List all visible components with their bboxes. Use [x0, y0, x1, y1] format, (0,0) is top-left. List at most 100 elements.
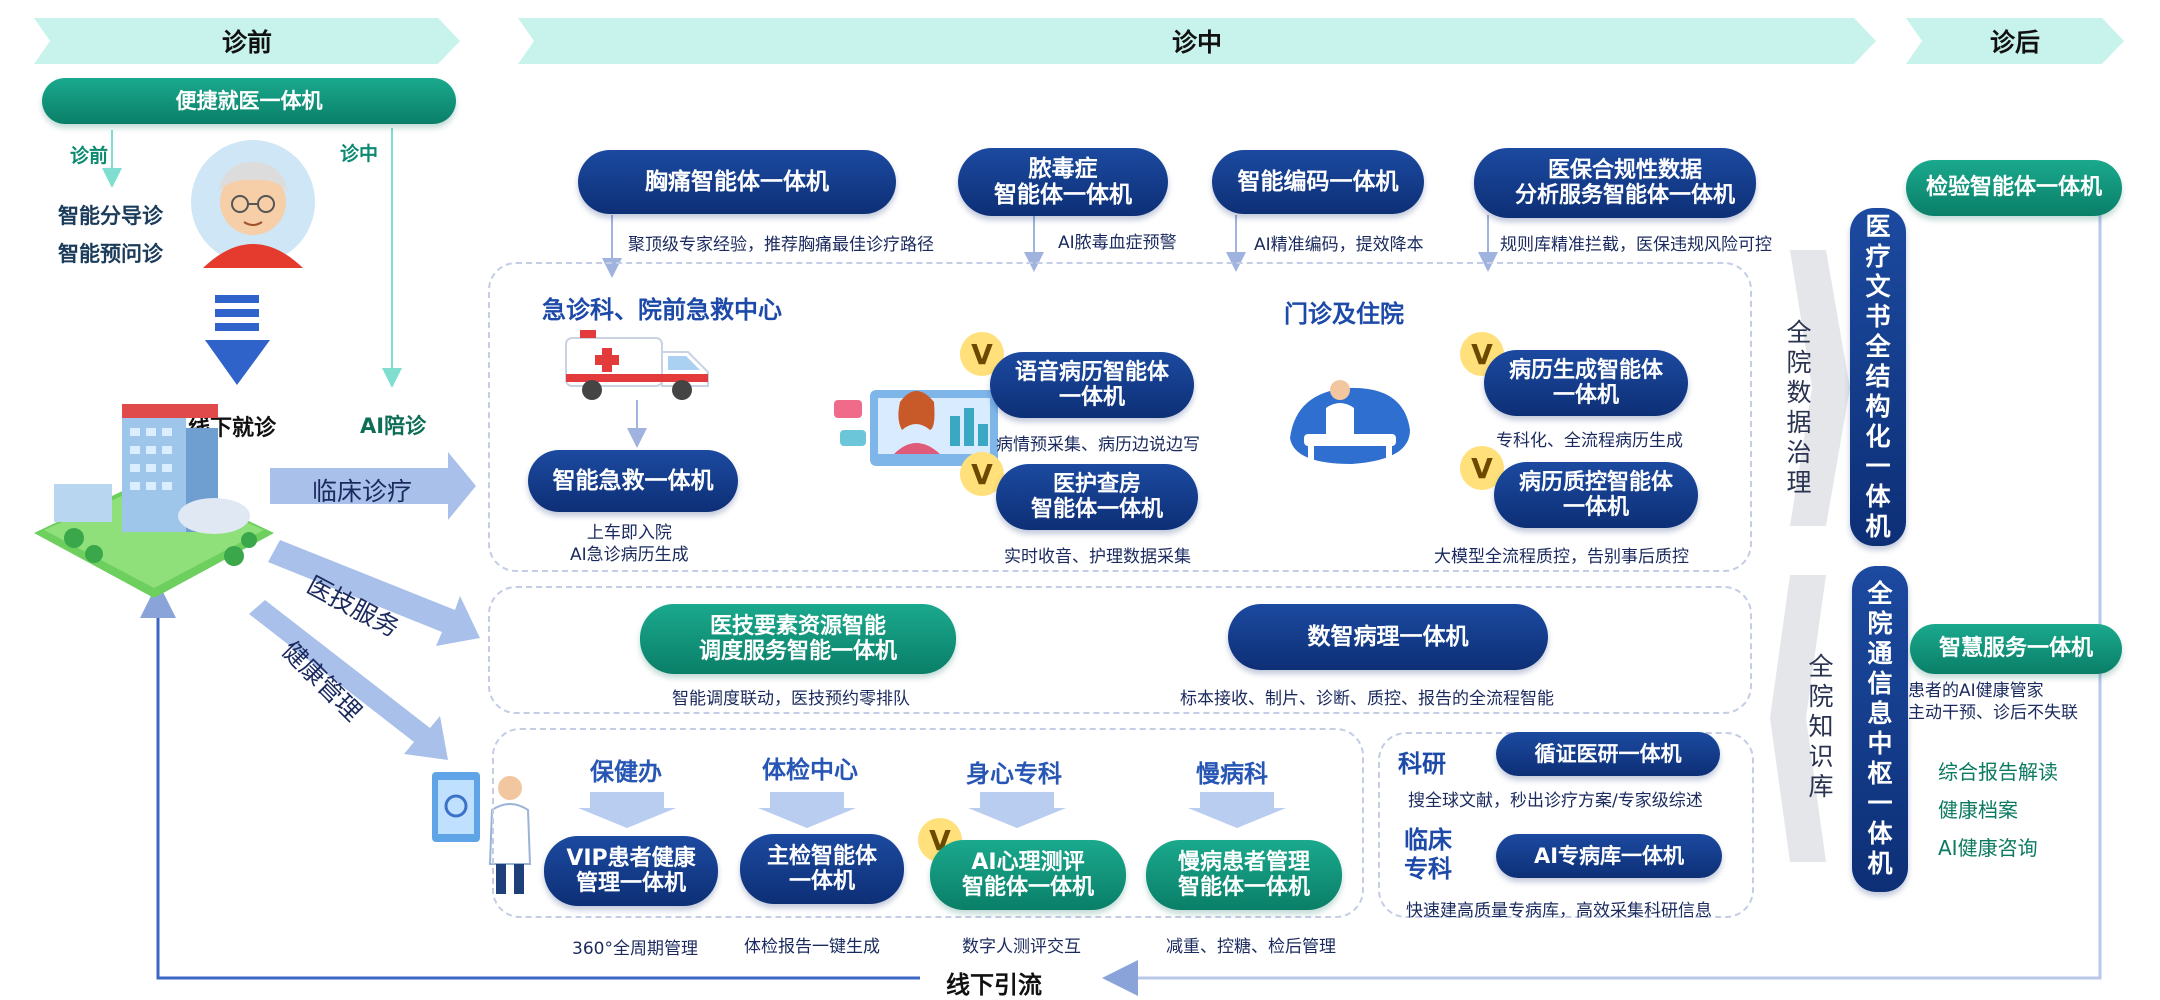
doc_struct-char: 疗: [1865, 242, 1891, 271]
record-qc-machine[interactable]: 病历质控智能体 一体机: [1494, 462, 1698, 528]
disease-database-caption: 快速建高质量专病库，高效采集科研信息: [1406, 901, 1712, 921]
record-qc-caption: 大模型全流程质控，告别事后质控: [1434, 547, 1689, 567]
lab-machine[interactable]: 检验智能体一体机: [1906, 160, 2122, 216]
doc_struct-char: 全: [1865, 332, 1891, 361]
sepsis-machine[interactable]: 脓毒症 智能体一体机: [958, 148, 1168, 216]
elderly-patient-avatar: [191, 140, 315, 268]
smart-coding-machine[interactable]: 智能编码一体机: [1212, 150, 1424, 214]
phase-pre-header: 诊前: [34, 18, 460, 64]
doc_struct-char: 结: [1865, 362, 1891, 391]
hub-char: 通: [1867, 639, 1893, 668]
v-badge-record-gen: V: [1460, 332, 1504, 376]
outpatient-heading: 门诊及住院: [1284, 300, 1404, 328]
dept-checkup-center: 体检中心: [762, 756, 858, 784]
hub-char: 枢: [1867, 759, 1893, 788]
hub-char: 中: [1867, 729, 1893, 758]
service-item-archive: 健康档案: [1938, 798, 2018, 822]
dept-psych: 身心专科: [966, 760, 1062, 788]
evidence-research-machine[interactable]: 循证医研一体机: [1496, 732, 1720, 776]
disease-database-machine[interactable]: AI专病库一体机: [1496, 834, 1722, 878]
service-item-report: 综合报告解读: [1938, 760, 2058, 784]
ward-rounds-caption: 实时收音、护理数据采集: [1004, 547, 1191, 567]
doc_struct-char: 机: [1865, 512, 1891, 541]
checkup-caption: 体检报告一键生成: [744, 937, 880, 957]
doc_struct-char: 医: [1865, 212, 1891, 241]
digital-pathology-machine[interactable]: 数智病理一体机: [1228, 604, 1548, 670]
knowledge-char: 知: [1808, 712, 1834, 741]
knowledge-base-vertical: 全院知识库: [1808, 652, 1834, 802]
data_gov-char: 全: [1786, 318, 1812, 347]
doc_struct-char: 文: [1865, 272, 1891, 301]
hub-char: 一: [1867, 789, 1893, 818]
smart-service-machine[interactable]: 智慧服务一体机: [1910, 624, 2122, 674]
hub-char: 体: [1867, 819, 1893, 848]
chest-pain-machine[interactable]: 胸痛智能体一体机: [578, 150, 896, 214]
phase-during-header: 诊中: [518, 18, 1876, 64]
pre-inquiry-label: 智能预问诊: [58, 242, 163, 266]
voice-record-machine[interactable]: 语音病历智能体 一体机: [990, 352, 1194, 418]
knowledge-char: 识: [1808, 742, 1834, 771]
info-hub-machine[interactable]: 全院通信息中枢一体机: [1852, 566, 1908, 892]
chest-pain-caption: 聚顶级专家经验，推荐胸痛最佳诊疗路径: [628, 235, 934, 255]
flow-clinical-label: 临床诊疗: [312, 477, 413, 506]
ward-rounds-machine[interactable]: 医护查房 智能体一体机: [996, 464, 1198, 530]
data_gov-char: 数: [1786, 378, 1812, 407]
document-structuring-machine[interactable]: 医疗文书全结构化一体机: [1850, 208, 1906, 546]
knowledge-char: 全: [1808, 652, 1834, 681]
ambulance-icon: [565, 330, 709, 400]
hub-char: 信: [1867, 669, 1893, 698]
checkup-machine[interactable]: 主检智能体 一体机: [740, 834, 904, 904]
record-generation-machine[interactable]: 病历生成智能体 一体机: [1484, 350, 1688, 416]
data_gov-char: 理: [1786, 468, 1812, 497]
emergency-heading: 急诊科、院前急救中心: [542, 296, 782, 324]
phase-post-header: 诊后: [1906, 18, 2124, 64]
doctor-with-screen-icon: [432, 772, 532, 894]
doc_struct-char: 化: [1865, 422, 1891, 451]
voice-record-caption: 病情预采集、病历边说边写: [996, 435, 1200, 455]
insurance-compliance-machine[interactable]: 医保合规性数据 分析服务智能体一体机: [1474, 148, 1756, 218]
chronic-management-caption: 减重、控糖、检后管理: [1166, 937, 1336, 957]
doctor-bed-icon: [1290, 380, 1410, 464]
sepsis-caption: AI脓毒血症预警: [1058, 233, 1177, 253]
vip-health-machine[interactable]: VIP患者健康 管理一体机: [544, 836, 718, 906]
doc_struct-char: 构: [1865, 392, 1891, 421]
data_gov-char: 院: [1786, 348, 1812, 377]
data_gov-char: 治: [1786, 438, 1812, 467]
knowledge-char: 院: [1808, 682, 1834, 711]
psych-assessment-machine[interactable]: AI心理测评 智能体一体机: [930, 840, 1126, 910]
clinical-section: [488, 262, 1752, 572]
research-label: 科研: [1398, 750, 1446, 778]
label-during: 诊中: [340, 143, 379, 165]
data_gov-char: 据: [1786, 408, 1812, 437]
smart-triage-label: 智能分导诊: [58, 204, 163, 228]
label-pre: 诊前: [70, 145, 109, 167]
health-section: [492, 728, 1364, 918]
data-governance-vertical: 全院数据治理: [1786, 318, 1812, 498]
hub-char: 息: [1867, 699, 1893, 728]
clinical-specialty-label: 临床 专科: [1404, 826, 1452, 883]
smart-emergency-machine[interactable]: 智能急救一体机: [528, 450, 738, 512]
vip-health-caption: 360°全周期管理: [572, 939, 698, 959]
medtech-scheduling-machine[interactable]: 医技要素资源智能 调度服务智能一体机: [640, 604, 956, 674]
hub-char: 机: [1867, 849, 1893, 878]
evidence-research-caption: 搜全球文献，秒出诊疗方案/专家级综述: [1408, 791, 1703, 811]
chronic-management-machine[interactable]: 慢病患者管理 智能体一体机: [1146, 840, 1342, 910]
ai-accompany-label: AI陪诊: [360, 414, 427, 438]
medtech-section: [488, 586, 1752, 714]
knowledge-char: 库: [1808, 772, 1834, 801]
dept-chronic: 慢病科: [1196, 760, 1268, 788]
hospital-building-icon: [34, 404, 274, 598]
psych-assessment-caption: 数字人测评交互: [962, 937, 1081, 957]
convenient-kiosk-pill[interactable]: 便捷就医一体机: [42, 78, 456, 124]
offline-guide-label: 线下引流: [940, 965, 1048, 1000]
doctor-monitor-icon: [834, 390, 998, 466]
digital-pathology-caption: 标本接收、制片、诊断、质控、报告的全流程智能: [1180, 689, 1554, 709]
doc_struct-char: 书: [1865, 302, 1891, 331]
smart-coding-caption: AI精准编码，提效降本: [1254, 235, 1424, 255]
smart-service-desc: 患者的AI健康管家 主动干预、诊后不失联: [1908, 681, 2078, 724]
record-generation-caption: 专科化、全流程病历生成: [1496, 431, 1683, 451]
doc_struct-char: 一: [1865, 452, 1891, 481]
hub-char: 全: [1867, 579, 1893, 608]
hub-char: 院: [1867, 609, 1893, 638]
